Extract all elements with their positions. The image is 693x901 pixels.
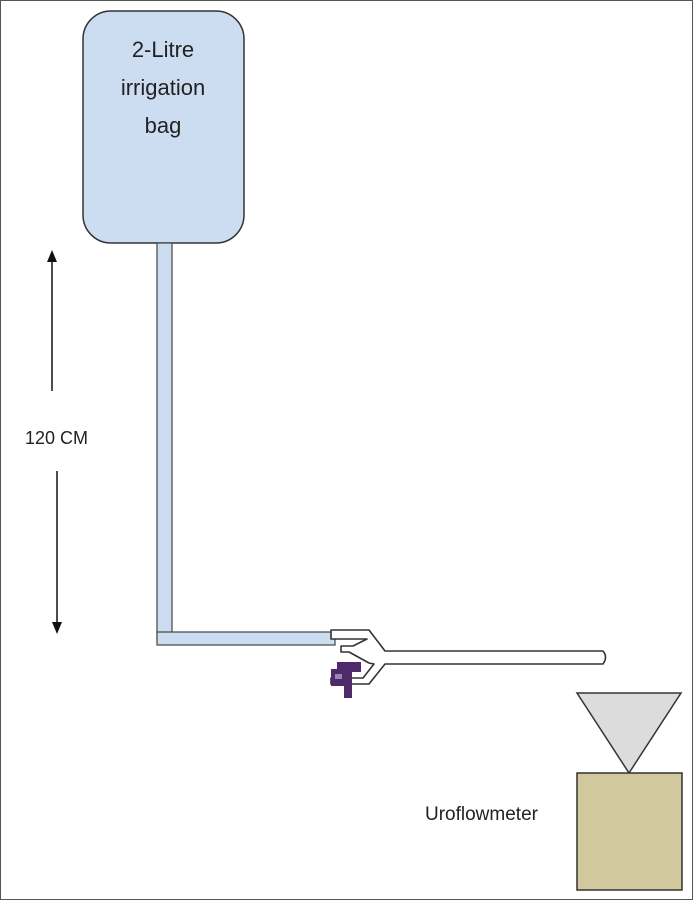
bag-label-line-3: bag — [144, 113, 182, 138]
uroflowmeter-box — [576, 772, 683, 891]
height-arrow — [47, 250, 62, 634]
bag-label-line-2: irrigation — [120, 75, 206, 100]
irrigation-bag-label: 2-Litre irrigation bag — [83, 31, 243, 145]
uroflowmeter-label: Uroflowmeter — [425, 804, 538, 825]
height-label: 120 CM — [25, 428, 89, 448]
bag-label-line-1: 2-Litre — [131, 37, 195, 62]
catheter-valve — [331, 662, 361, 698]
horizontal-tube — [156, 631, 336, 646]
catheter — [330, 629, 607, 685]
uroflowmeter-funnel — [575, 692, 683, 775]
vertical-tube — [156, 242, 173, 641]
